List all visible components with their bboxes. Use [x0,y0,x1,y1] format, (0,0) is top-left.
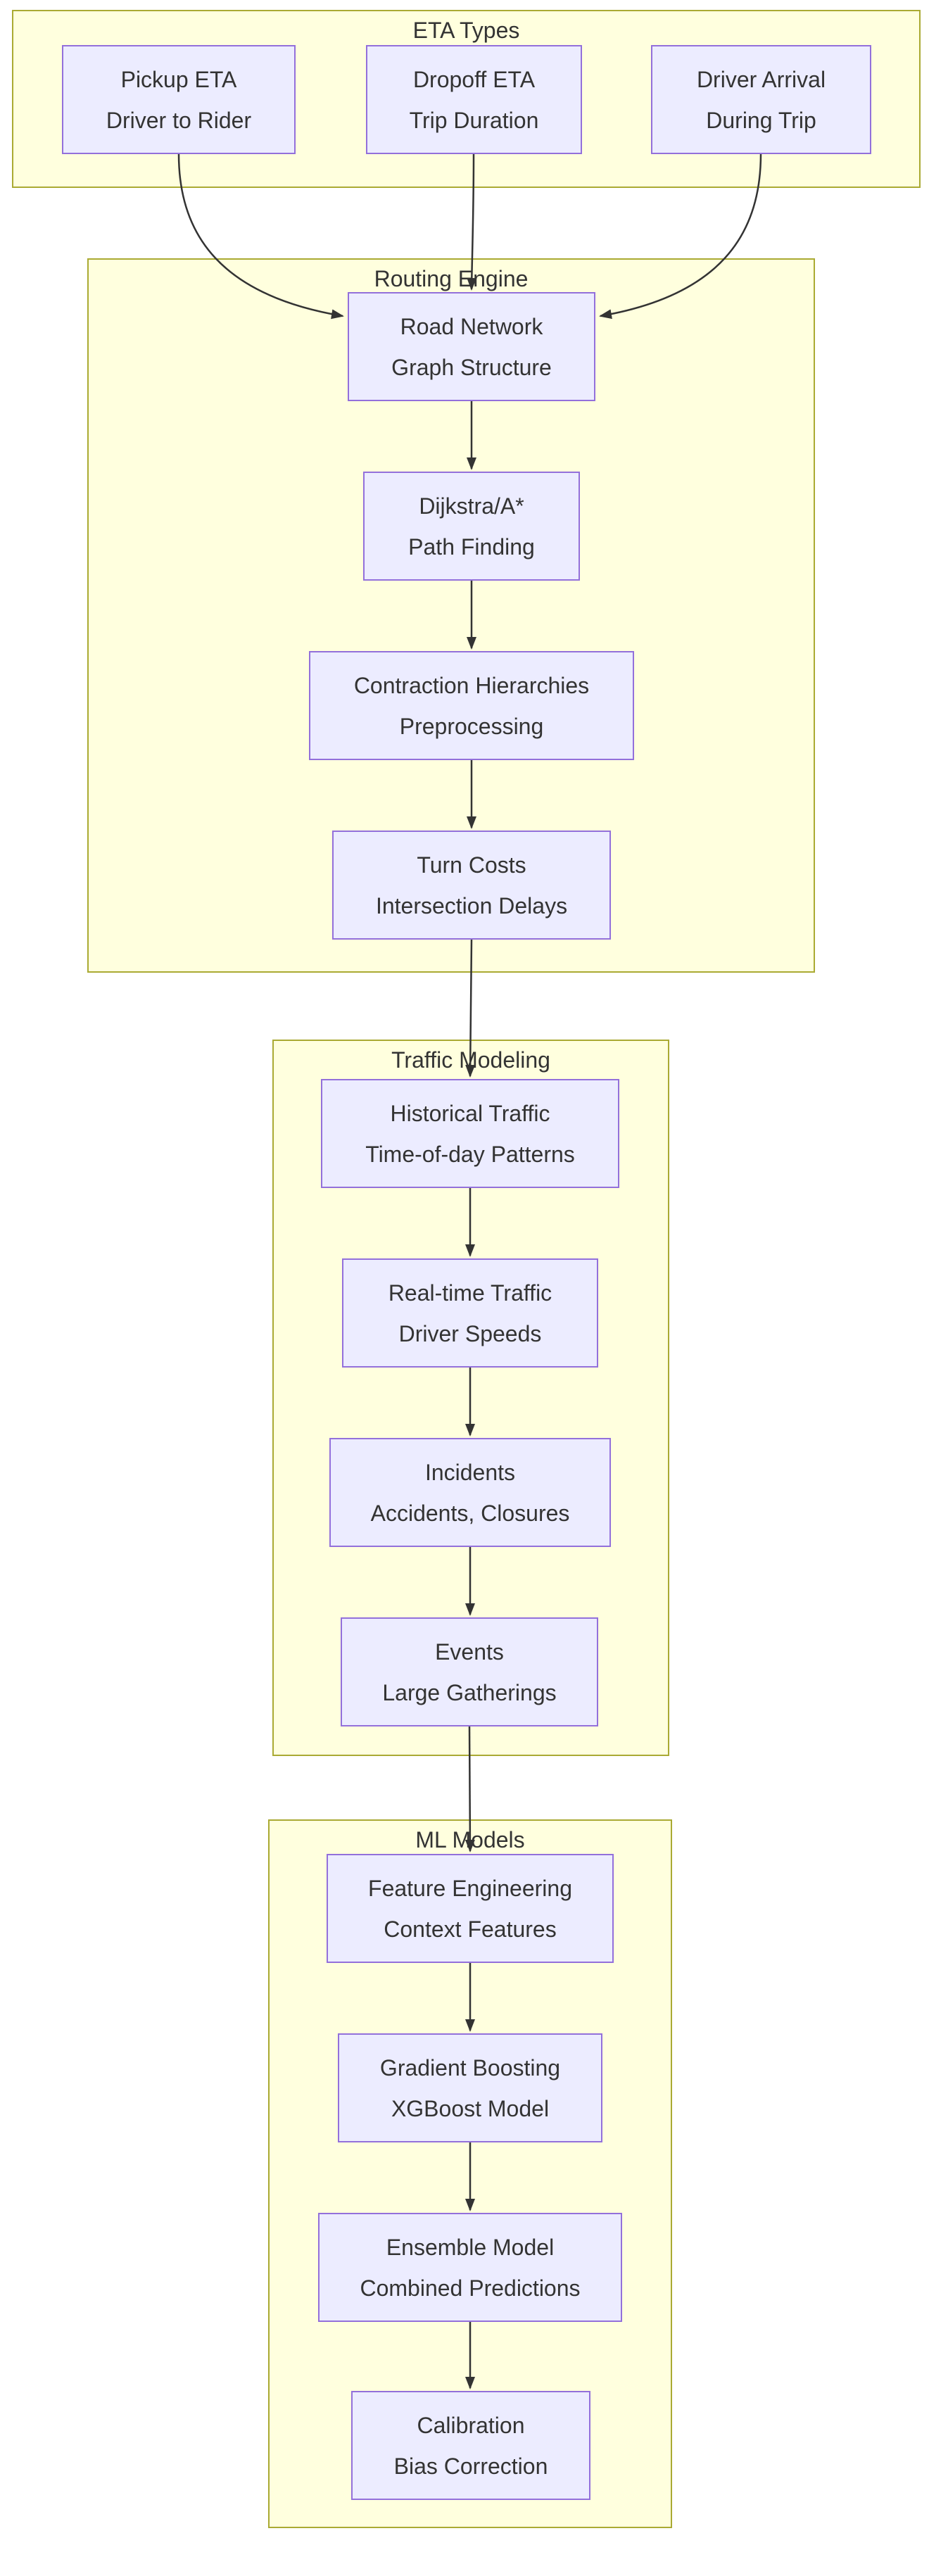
node-label-line1: Turn Costs [417,852,526,878]
cluster-title-traffic-modeling: Traffic Modeling [391,1047,550,1073]
node-label-line2: During Trip [706,107,816,133]
node-label-line1: Road Network [400,313,543,339]
node-label-line2: Accidents, Closures [370,1500,570,1526]
node-realtime-traffic: Real-time Traffic Driver Speeds [342,1258,598,1368]
node-gradient-boosting: Gradient Boosting XGBoost Model [338,2033,602,2142]
node-label-line2: XGBoost Model [391,2095,550,2121]
node-label-line1: Driver Arrival [696,66,826,92]
node-turn-costs: Turn Costs Intersection Delays [332,831,611,940]
node-label-line1: Events [435,1639,504,1665]
node-label-line1: Dropoff ETA [412,66,536,92]
cluster-title-routing-engine: Routing Engine [374,266,529,291]
node-label-line2: Combined Predictions [360,2275,581,2301]
node-label-line2: Graph Structure [391,354,552,380]
node-dropoff-eta: Dropoff ETA Trip Duration [366,45,582,154]
node-driver-arrival: Driver Arrival During Trip [651,45,871,154]
node-label-line1: Ensemble Model [386,2234,555,2260]
node-label-line1: Pickup ETA [120,66,237,92]
node-label-line1: Real-time Traffic [388,1280,552,1306]
cluster-title-ml-models: ML Models [415,1827,525,1852]
node-contraction-hierarchies: Contraction Hierarchies Preprocessing [309,651,634,760]
node-events: Events Large Gatherings [341,1617,598,1726]
node-label-line1: Dijkstra/A* [419,493,524,519]
node-label-line2: Bias Correction [393,2453,548,2479]
node-pickup-eta: Pickup ETA Driver to Rider [62,45,296,154]
node-label-line2: Context Features [384,1916,557,1942]
node-label-line2: Time-of-day Patterns [365,1141,575,1167]
node-label-line2: Driver to Rider [106,107,252,133]
node-label-line2: Large Gatherings [382,1679,557,1705]
node-label-line2: Preprocessing [399,713,544,739]
node-label-line2: Driver Speeds [398,1320,542,1346]
node-label-line2: Path Finding [408,533,535,560]
node-ensemble-model: Ensemble Model Combined Predictions [318,2213,622,2322]
node-label-line1: Feature Engineering [368,1875,572,1901]
node-label-line2: Trip Duration [409,107,539,133]
node-label-line1: Incidents [424,1459,516,1485]
node-label-line2: Intersection Delays [375,892,568,918]
node-calibration: Calibration Bias Correction [351,2391,590,2500]
node-historical-traffic: Historical Traffic Time-of-day Patterns [321,1079,619,1188]
node-label-line1: Gradient Boosting [379,2054,561,2081]
node-label-line1: Calibration [417,2412,525,2438]
node-label-line1: Contraction Hierarchies [353,672,590,698]
node-road-network: Road Network Graph Structure [348,292,595,401]
node-incidents: Incidents Accidents, Closures [329,1438,611,1547]
node-feature-engineering: Feature Engineering Context Features [327,1854,614,1963]
node-dijkstra-astar: Dijkstra/A* Path Finding [363,472,580,581]
cluster-title-eta-types: ETA Types [412,18,520,43]
node-label-line1: Historical Traffic [390,1100,550,1126]
